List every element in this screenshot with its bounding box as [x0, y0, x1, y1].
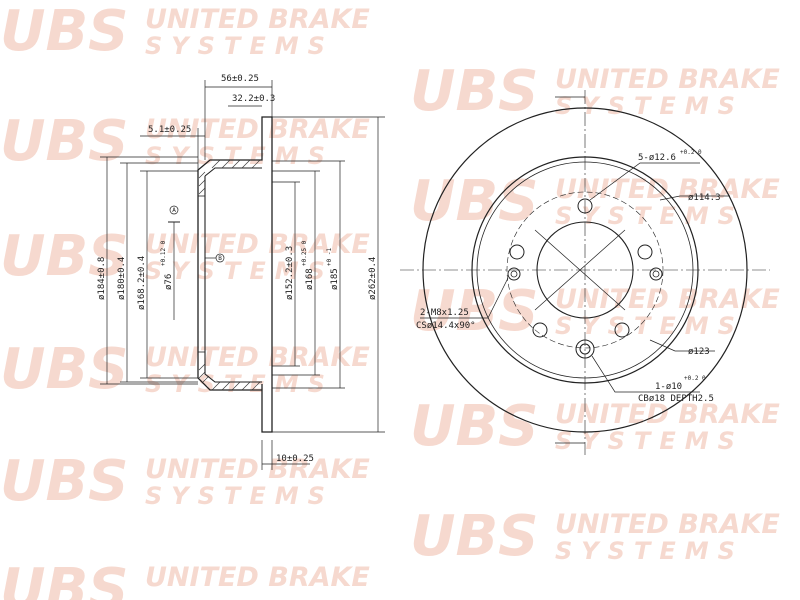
watermark-line2: SYSTEMS [145, 482, 334, 510]
dim-d262: ø262±0.4 [368, 257, 378, 300]
watermark-block-8: UBS UNITED BRAKE SYSTEMS [410, 394, 780, 459]
thread-hole-inner [652, 270, 660, 278]
watermark-line2: SYSTEMS [555, 537, 744, 565]
svg-text:+0.25 0: +0.25 0 [301, 240, 308, 266]
watermark-line2: SYSTEMS [145, 142, 334, 170]
watermark-logo: UBS [410, 394, 539, 459]
label-counterbore: CBø18 DEPTH2.5 [638, 394, 714, 404]
svg-text:ø168: ø168 [305, 268, 315, 290]
label-thread: 2-M8x1.25 [420, 308, 469, 318]
watermark-line1: UNITED BRAKE [145, 114, 370, 145]
watermark-line2: SYSTEMS [555, 92, 744, 120]
dim-d168-2: ø168.2±0.4 [137, 256, 147, 310]
bolt-hole [577, 198, 593, 214]
watermark-line2: SYSTEMS [145, 32, 334, 60]
disc-section-outline [197, 116, 273, 433]
watermark-block-11: UBS UNITED BRAKE [0, 557, 370, 600]
top-dimension-lines [140, 80, 310, 470]
bolt-holes [507, 198, 663, 359]
side-section-view: A B 56±0.25 32.2±0.3 5.1±0.25 10±0.25 ø1… [97, 74, 385, 470]
watermark-line1: UNITED BRAKE [145, 562, 370, 593]
svg-text:+0.2 0: +0.2 0 [680, 149, 702, 156]
svg-text:A: A [172, 207, 176, 214]
svg-text:ø185: ø185 [330, 268, 340, 290]
pin-counterbore [575, 339, 595, 359]
svg-text:+0.2 0: +0.2 0 [684, 375, 706, 382]
watermark-line1: UNITED BRAKE [555, 284, 780, 315]
thread-hole [507, 267, 521, 281]
watermark-logo: UBS [0, 557, 129, 600]
svg-text:1-ø10: 1-ø10 [655, 382, 682, 392]
svg-text:+0 -1: +0 -1 [326, 248, 333, 266]
watermark-logo: UBS [0, 224, 129, 289]
leader-lines [420, 162, 730, 393]
watermark-block-1: UBS UNITED BRAKE SYSTEMS [0, 0, 370, 64]
pin-hole [579, 343, 591, 355]
thread-hole-inner [510, 270, 518, 278]
hat-inner-wall [204, 167, 262, 383]
svg-text:5-ø12.6: 5-ø12.6 [638, 153, 676, 163]
label-pcd: ø114.3 [688, 193, 721, 203]
watermark-line1: UNITED BRAKE [555, 399, 780, 430]
watermark-line1: UNITED BRAKE [555, 509, 780, 540]
label-center-bore: ø123 [688, 347, 710, 357]
label-pin-hole: 1-ø10 +0.2 0 [655, 375, 706, 392]
watermark-logo: UBS [0, 337, 129, 402]
bolt-hole [532, 322, 548, 338]
datum-marker-a: A [168, 205, 180, 223]
watermark-logo: UBS [410, 504, 539, 569]
diameter-dim-lines [106, 117, 379, 432]
label-chamfer: CSø14.4x90° [416, 321, 476, 331]
watermark-block-9: UBS UNITED BRAKE SYSTEMS [0, 449, 370, 514]
watermark-block-6: UBS UNITED BRAKE SYSTEMS [410, 279, 780, 344]
watermark-logo: UBS [0, 449, 129, 514]
bolt-hole [637, 244, 653, 260]
watermark-line1: UNITED BRAKE [145, 229, 370, 260]
watermark-line1: UNITED BRAKE [555, 174, 780, 205]
svg-text:ø76: ø76 [164, 274, 174, 290]
watermark-line1: UNITED BRAKE [145, 4, 370, 35]
bolt-hole [509, 244, 525, 260]
watermark-block-2: UBS UNITED BRAKE SYSTEMS [410, 59, 780, 124]
svg-text:+0.12 0: +0.12 0 [160, 240, 167, 266]
bolt-hole [614, 322, 630, 338]
dim-d180: ø180±0.4 [117, 257, 127, 300]
dim-d184: ø184±0.8 [97, 257, 107, 300]
dim-d76: ø76 +0.12 0 [160, 240, 174, 290]
watermark-logo: UBS [0, 0, 129, 64]
label-bolt-holes: 5-ø12.6 +0.2 0 [638, 149, 702, 163]
watermark-block-10: UBS UNITED BRAKE SYSTEMS [410, 504, 780, 569]
watermark-line2: SYSTEMS [555, 312, 744, 340]
watermark-line1: UNITED BRAKE [555, 64, 780, 95]
watermark-block-4: UBS UNITED BRAKE SYSTEMS [410, 169, 780, 234]
section-hatching [198, 159, 261, 391]
datum-marker-b: B [205, 253, 225, 263]
dim-hat-height: 32.2±0.3 [232, 94, 275, 104]
dim-total-height: 56±0.25 [221, 74, 259, 84]
dim-d168: ø168 +0.25 0 [301, 240, 315, 290]
dim-d152: ø152.2±0.3 [285, 246, 295, 300]
watermark-logo: UBS [0, 109, 129, 174]
watermark-line1: UNITED BRAKE [145, 342, 370, 373]
watermark-logo: UBS [410, 59, 539, 124]
watermark-block-3: UBS UNITED BRAKE SYSTEMS [0, 109, 370, 174]
dim-disc-thickness: 10±0.25 [276, 454, 314, 464]
dim-flange-thickness: 5.1±0.25 [148, 125, 191, 135]
thread-hole [649, 267, 663, 281]
front-view: 5-ø12.6 +0.2 0 ø114.3 2-M8x1.25 CSø14.4x… [400, 90, 770, 455]
watermark-line1: UNITED BRAKE [145, 454, 370, 485]
watermark-line2: SYSTEMS [555, 427, 744, 455]
dim-d185: ø185 +0 -1 [326, 248, 340, 290]
extension-lines [100, 116, 385, 433]
svg-text:B: B [218, 255, 222, 262]
